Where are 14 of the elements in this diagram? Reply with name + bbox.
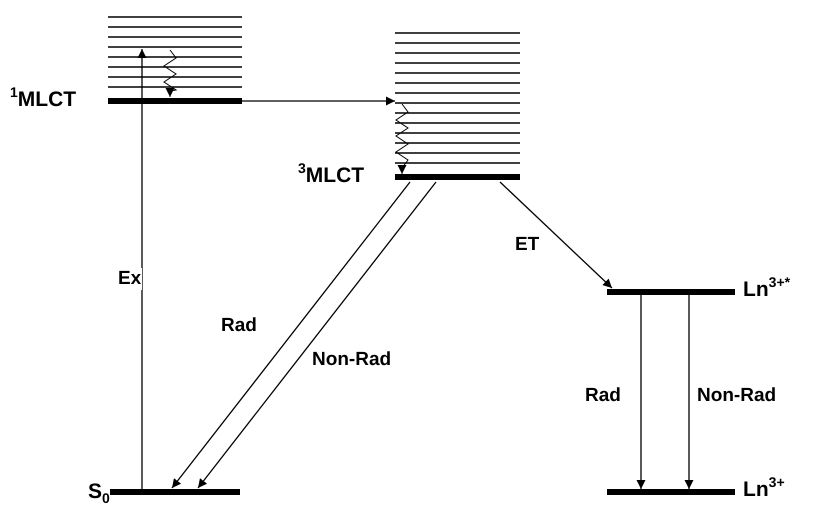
energy-level	[298, 30, 520, 182]
level-label: Ln$^{3+*}$	[743, 278, 790, 302]
arrow	[171, 182, 411, 488]
level-label: $^{1}$MLCT	[10, 88, 76, 112]
arrow	[242, 96, 395, 106]
arrow	[636, 295, 646, 489]
arrow	[138, 49, 146, 489]
level-label: $^{3}$MLCT	[298, 164, 364, 188]
arrow	[500, 182, 612, 288]
edge-label: Ex	[117, 268, 142, 290]
level-label: S$_{0}$	[88, 480, 110, 504]
arrow	[197, 182, 437, 488]
arrow	[684, 295, 694, 489]
level-label: Ln$^{3+}$	[743, 478, 785, 502]
